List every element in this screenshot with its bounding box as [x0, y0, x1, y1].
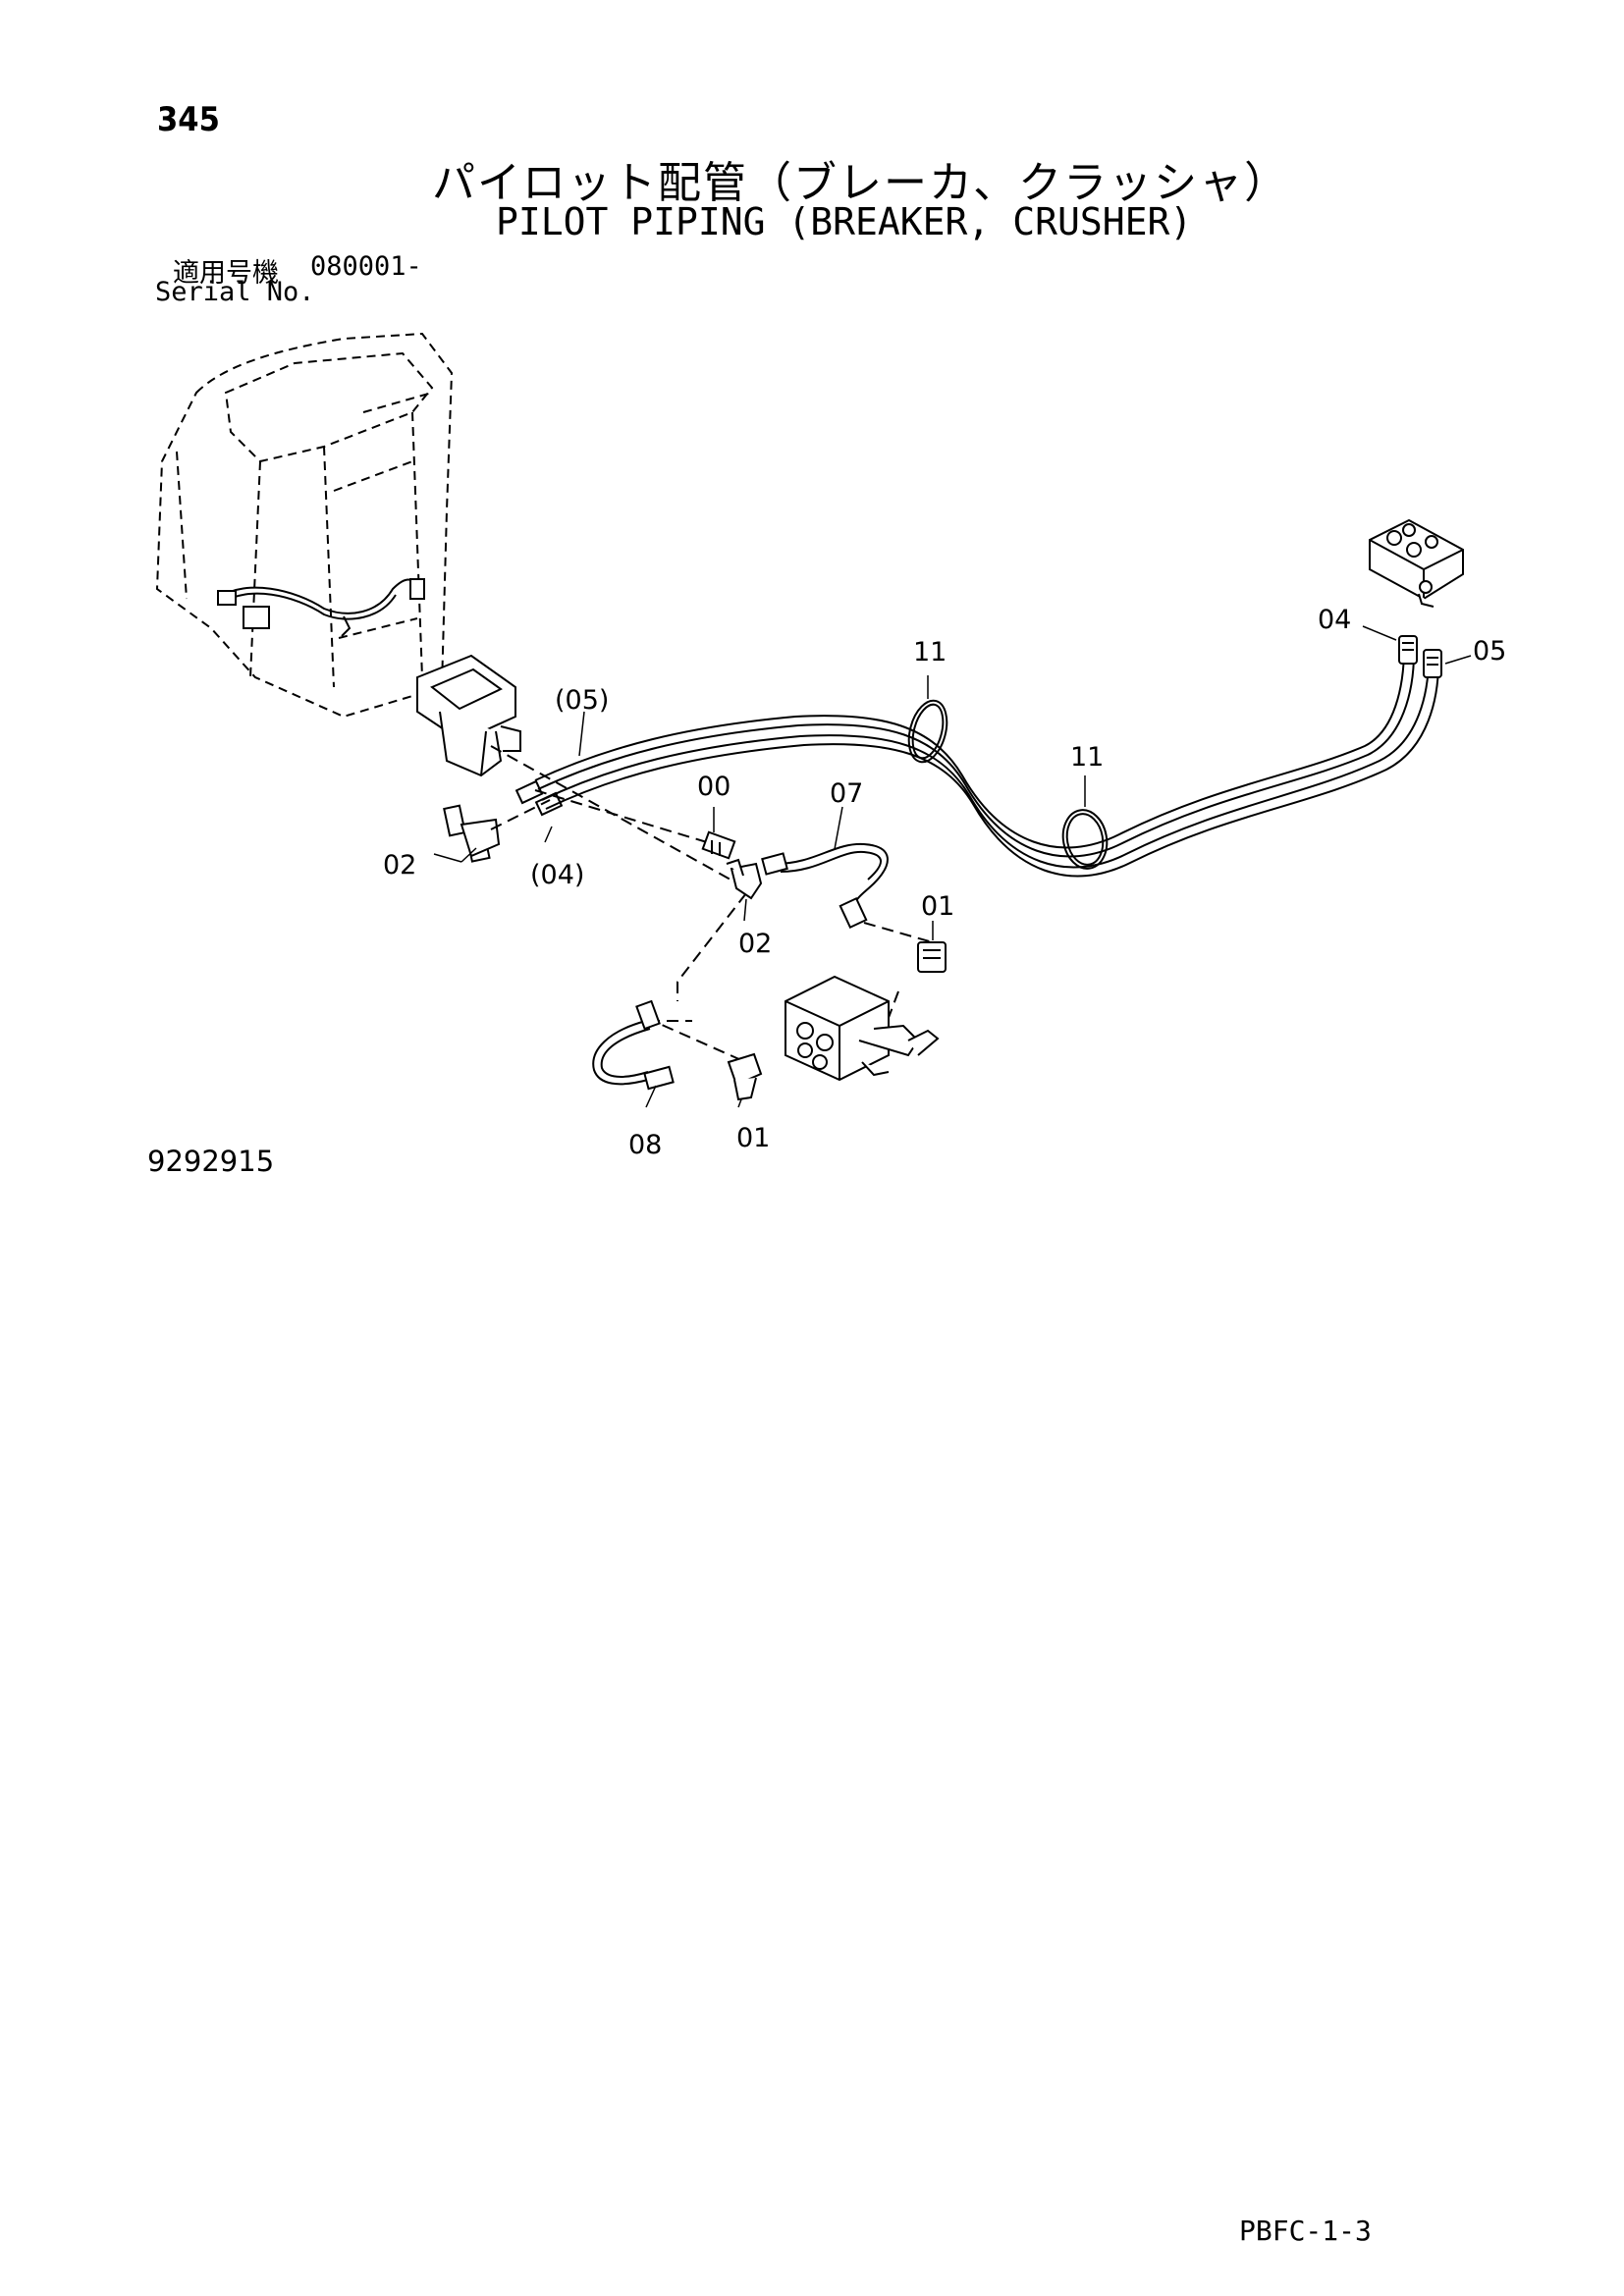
pilot-valve [416, 654, 521, 777]
callout-01-lower: 01 [736, 1123, 770, 1153]
fitting-01-lower [727, 1052, 763, 1101]
pilot-hoses-main [534, 647, 1439, 878]
serial-label-japanese: 適用号機 [173, 258, 279, 289]
hose-clamps-11 [907, 699, 1109, 870]
callout-07: 07 [830, 778, 863, 809]
drawing-number: 9292915 [147, 1145, 275, 1178]
fitting-00 [701, 830, 736, 860]
callout-02-center: 02 [738, 929, 772, 959]
page-title-japanese: パイロット配管（ブレーカ、クラッシャ） [432, 158, 1290, 208]
selector-valve-block [785, 975, 940, 1082]
callout-02-left: 02 [383, 850, 416, 881]
callout-04-ref: (04) [530, 860, 584, 890]
hose-08 [592, 999, 675, 1091]
callout-11-lower: 11 [1070, 742, 1104, 773]
leader-lines [433, 625, 1472, 1108]
fitting-01-right [917, 941, 947, 973]
callout-11-upper: 11 [913, 637, 947, 667]
callout-05: 05 [1473, 636, 1506, 667]
elbow-fitting-02-center [726, 858, 763, 900]
breaker-valve-block [1369, 518, 1464, 608]
page-title-english: PILOT PIPING (BREAKER, CRUSHER) [496, 200, 1193, 243]
serial-label-english: Serial No. [155, 277, 315, 307]
callout-00: 00 [697, 772, 731, 802]
fittings-04-05 [1398, 635, 1442, 678]
page-number: 345 [157, 100, 220, 139]
hose-07 [761, 842, 889, 930]
cab-harness [217, 578, 425, 637]
page-code: PBFC-1-3 [1239, 2215, 1372, 2247]
callout-08: 08 [628, 1130, 662, 1160]
callout-labels: 11 11 04 05 (05) (04) 00 07 02 02 01 01 … [383, 605, 1506, 1160]
cab-outline [155, 332, 454, 719]
callout-05-ref: (05) [555, 685, 609, 716]
callout-04: 04 [1318, 605, 1351, 635]
callout-01-right: 01 [921, 891, 954, 922]
serial-number-range: 080001- [310, 251, 422, 282]
